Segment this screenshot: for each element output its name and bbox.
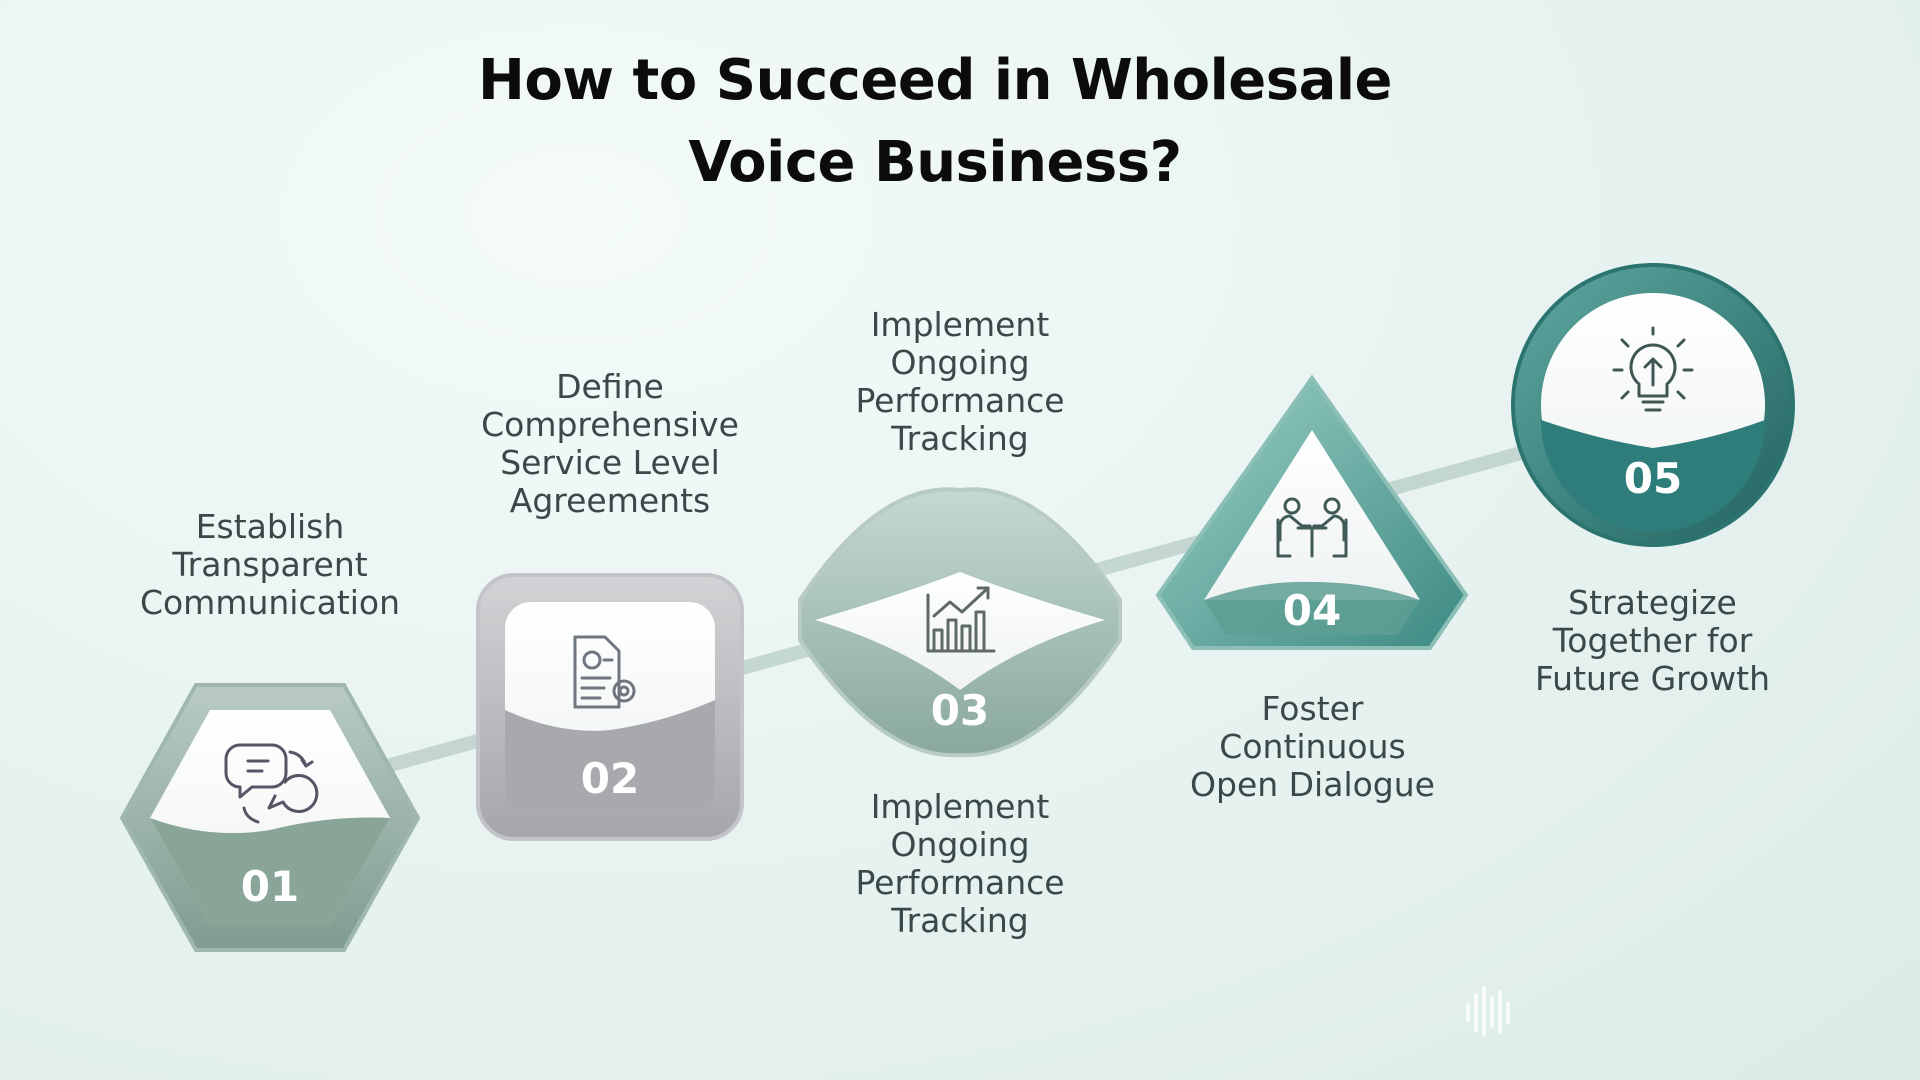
- lightbulb-icon: [1612, 326, 1694, 412]
- step-03-label-bottom: Implement Ongoing Performance Tracking: [855, 787, 1065, 940]
- step-04-shape: [1155, 374, 1469, 650]
- step-02-label: Define Comprehensive Service Level Agree…: [481, 367, 739, 520]
- step-02-number: 02: [580, 754, 640, 803]
- step-01-label: Establish Transparent Communication: [139, 507, 401, 622]
- chat-bubbles-icon: [224, 743, 319, 824]
- brand-watermark-icon: [1466, 986, 1510, 1037]
- bar-chart-icon: [926, 586, 996, 653]
- step-01-number: 01: [240, 862, 300, 911]
- step-03-shape: [798, 487, 1122, 758]
- document-gear-icon: [573, 635, 636, 709]
- step-04-number: 04: [1282, 586, 1342, 635]
- meeting-people-icon: [1276, 497, 1348, 558]
- step-05-shape: [1511, 263, 1795, 547]
- title-line-1: How to Succeed in Wholesale: [477, 48, 1393, 113]
- step-05-number: 05: [1623, 454, 1683, 503]
- step-03-number: 03: [930, 686, 990, 735]
- step-05-label: Strategize Together for Future Growth: [1534, 583, 1771, 698]
- page-title: How to Succeed in Wholesale Voice Busine…: [0, 40, 1870, 204]
- step-03-label: Implement Ongoing Performance Tracking: [855, 305, 1065, 458]
- step-01-shape: [119, 683, 421, 952]
- step-04-label: Foster Continuous Open Dialogue: [1190, 689, 1435, 804]
- title-line-2: Voice Business?: [688, 130, 1182, 195]
